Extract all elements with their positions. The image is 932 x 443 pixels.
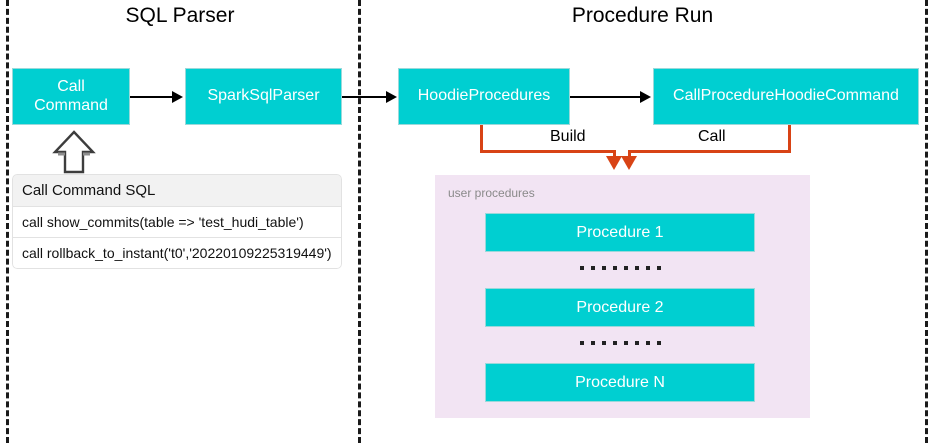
sql-card-row[interactable]: call show_commits(table => 'test_hudi_ta… bbox=[12, 207, 342, 238]
arrow-spark-sql-parser-to-hoodie-procedures bbox=[342, 96, 386, 98]
connector-call-vertical-down bbox=[628, 150, 631, 158]
user-procedures-panel: user procedures Procedure 1 Procedure 2 … bbox=[435, 175, 810, 418]
section-title-procedure-run: Procedure Run bbox=[571, 4, 714, 27]
ellipsis-dots-icon bbox=[485, 263, 755, 273]
connector-call-horizontal bbox=[628, 150, 791, 153]
node-hoodie-procedures[interactable]: HoodieProcedures bbox=[398, 68, 570, 125]
connector-build-horizontal bbox=[480, 150, 616, 153]
edge-label-call: Call bbox=[693, 128, 731, 146]
node-spark-sql-parser[interactable]: SparkSqlParser bbox=[185, 68, 342, 125]
arrow-call-command-to-spark-sql-parser bbox=[130, 96, 173, 98]
connector-build-vertical-left bbox=[480, 125, 483, 153]
section-divider-right bbox=[925, 0, 928, 443]
procedure-box[interactable]: Procedure N bbox=[485, 363, 755, 402]
arrow-head-icon bbox=[172, 91, 183, 103]
edge-label-build: Build bbox=[545, 128, 591, 146]
arrow-head-icon bbox=[386, 91, 397, 103]
connector-build-vertical-down bbox=[613, 150, 616, 158]
call-command-sql-card: Call Command SQL call show_commits(table… bbox=[12, 174, 342, 269]
connector-build-arrow-head-icon bbox=[606, 156, 622, 170]
connector-call-arrow-head-icon bbox=[621, 156, 637, 170]
arrow-head-icon bbox=[640, 91, 651, 103]
procedure-box[interactable]: Procedure 2 bbox=[485, 288, 755, 327]
node-call-command[interactable]: Call Command bbox=[12, 68, 130, 125]
node-call-procedure-hoodie-command[interactable]: CallProcedureHoodieCommand bbox=[653, 68, 919, 125]
user-procedures-label: user procedures bbox=[448, 186, 535, 200]
sql-card-row[interactable]: call rollback_to_instant('t0','202201092… bbox=[12, 238, 342, 269]
connector-call-vertical-right bbox=[788, 125, 791, 153]
block-arrow-up-icon bbox=[52, 130, 96, 174]
ellipsis-dots-icon bbox=[485, 338, 755, 348]
section-divider-left bbox=[6, 0, 9, 443]
procedure-box[interactable]: Procedure 1 bbox=[485, 213, 755, 252]
arrow-hoodie-procedures-to-call-procedure-command bbox=[570, 96, 640, 98]
sql-card-header: Call Command SQL bbox=[12, 174, 342, 207]
section-title-sql-parser: SQL Parser bbox=[125, 4, 235, 27]
section-divider-middle bbox=[358, 0, 361, 443]
